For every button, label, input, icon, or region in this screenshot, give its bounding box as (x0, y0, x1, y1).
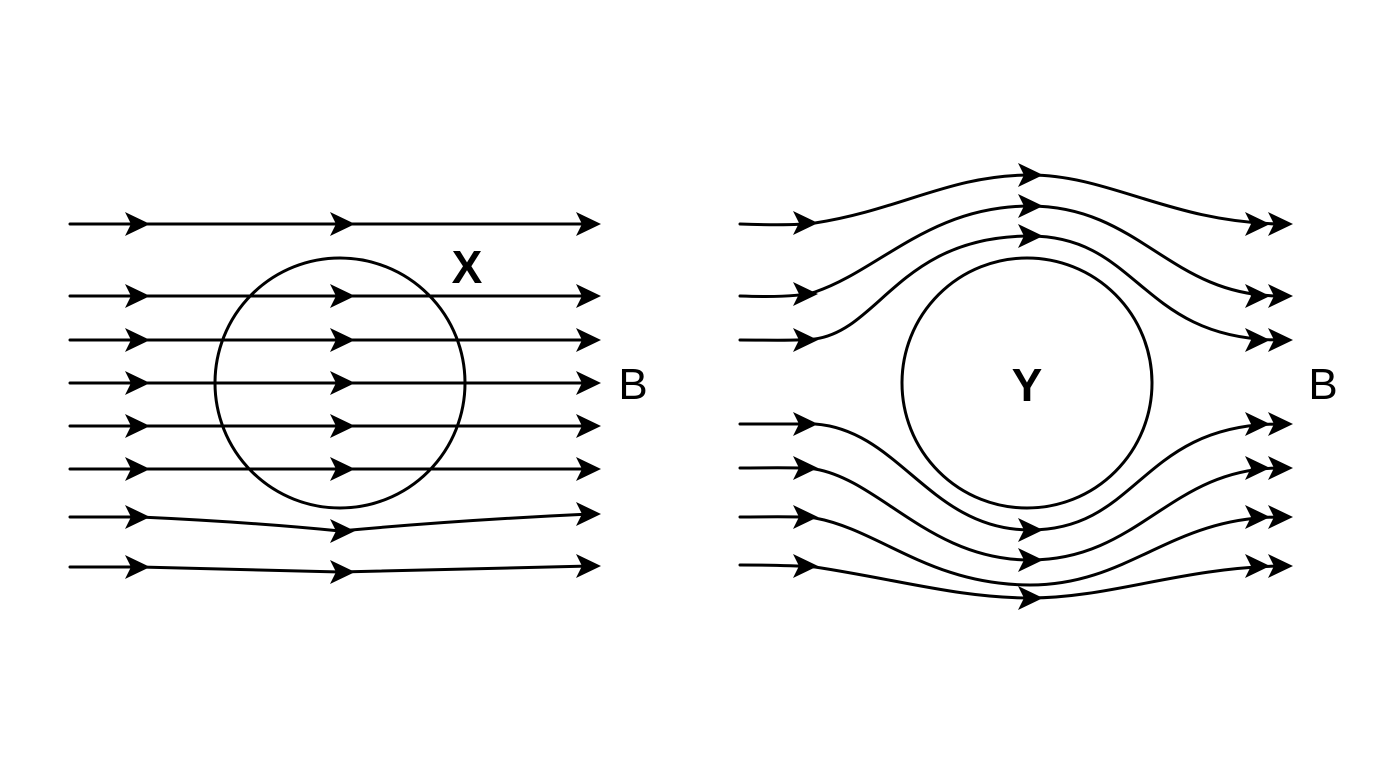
arrowhead (1268, 456, 1293, 480)
arrowhead (793, 412, 818, 436)
arrowhead (125, 555, 150, 579)
field-line (738, 563, 1282, 600)
arrowhead (125, 505, 150, 529)
arrowhead (1018, 586, 1043, 610)
arrowhead (125, 371, 150, 395)
field-label-right: B (1308, 360, 1337, 409)
field-line (738, 234, 1282, 342)
arrowhead (330, 328, 355, 352)
arrowhead (576, 284, 601, 308)
arrowhead (1268, 412, 1293, 436)
right-arrowheads (793, 163, 1293, 610)
arrowhead (576, 554, 601, 578)
arrowhead (330, 457, 355, 481)
arrowhead (1018, 194, 1043, 218)
arrowhead (1268, 554, 1293, 578)
arrowhead (793, 456, 818, 480)
arrowhead (576, 212, 601, 236)
arrowhead (125, 284, 150, 308)
arrowhead (330, 560, 355, 584)
left-field-lines (68, 222, 592, 574)
left-arrowheads (125, 212, 601, 584)
arrowhead (793, 554, 818, 578)
arrowhead (1245, 554, 1270, 578)
arrowhead (125, 457, 150, 481)
object-x-label: X (452, 241, 483, 293)
arrowhead (330, 212, 355, 236)
right-field-lines (738, 173, 1282, 600)
arrowhead (576, 457, 601, 481)
arrowhead (330, 371, 355, 395)
arrowhead (1018, 163, 1043, 187)
arrowhead (330, 414, 355, 438)
arrowhead (330, 284, 355, 308)
arrowhead (330, 519, 355, 543)
arrowhead (1245, 328, 1270, 352)
arrowhead (576, 371, 601, 395)
object-y-label: Y (1012, 359, 1043, 411)
arrowhead (576, 502, 601, 526)
arrowhead (125, 328, 150, 352)
arrowhead (1268, 284, 1293, 308)
arrowhead (1245, 505, 1270, 529)
field-line (738, 466, 1282, 562)
field-line (738, 173, 1282, 227)
left-panel: X B (68, 212, 648, 584)
arrowhead (576, 328, 601, 352)
object-y-circle (900, 256, 1154, 510)
arrowhead (1268, 328, 1293, 352)
arrowhead (1018, 518, 1043, 542)
arrowhead (793, 505, 818, 529)
arrowhead (793, 211, 818, 235)
arrowhead (1268, 212, 1293, 236)
arrowhead (793, 328, 818, 352)
arrowhead (1245, 412, 1270, 436)
field-label-left: B (618, 360, 647, 409)
arrowhead (1245, 456, 1270, 480)
arrowhead (793, 282, 818, 306)
right-panel: Y B (738, 163, 1338, 610)
arrowhead (1245, 212, 1270, 236)
arrowhead (1018, 548, 1043, 572)
arrowhead (125, 414, 150, 438)
arrowhead (125, 212, 150, 236)
arrowhead (1268, 505, 1293, 529)
arrowhead (1245, 284, 1270, 308)
arrowhead (1018, 224, 1043, 248)
field-line (738, 422, 1282, 532)
arrowhead (576, 414, 601, 438)
field-line (738, 204, 1282, 299)
